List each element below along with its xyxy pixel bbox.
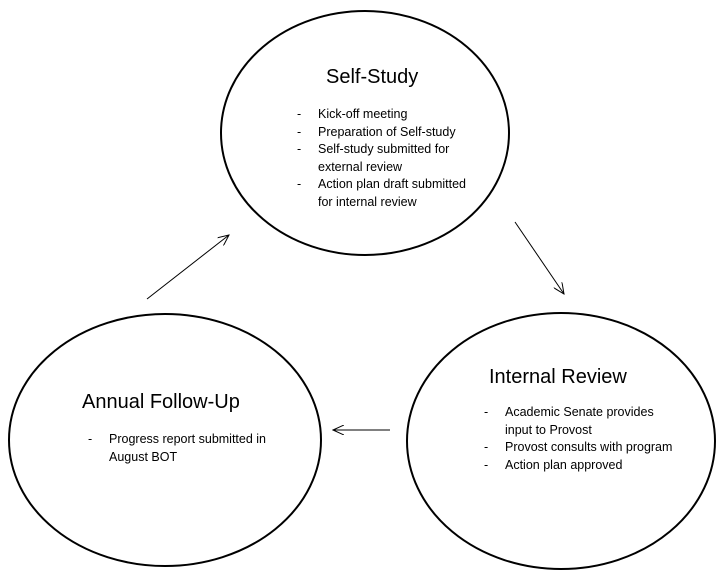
arrow-annual-follow-up-to-self-study xyxy=(146,235,229,300)
list-item: Self-study submitted for external review xyxy=(297,141,475,176)
list-item: Progress report submitted in August BOT xyxy=(88,431,278,466)
self-study-ellipse xyxy=(220,10,510,256)
internal-review-title: Internal Review xyxy=(489,366,627,388)
internal-review-ellipse xyxy=(406,312,716,570)
list-item: Action plan approved xyxy=(484,457,674,475)
annual-follow-up-ellipse xyxy=(8,313,322,567)
list-item: Provost consults with program xyxy=(484,439,674,457)
self-study-list: Kick-off meeting Preparation of Self-stu… xyxy=(297,106,475,211)
list-item: Action plan draft submitted for internal… xyxy=(297,176,475,211)
list-item: Academic Senate provides input to Provos… xyxy=(484,404,674,439)
self-study-title: Self-Study xyxy=(326,66,419,88)
internal-review-list: Academic Senate provides input to Provos… xyxy=(484,404,674,474)
list-item: Preparation of Self-study xyxy=(297,124,475,142)
list-item: Kick-off meeting xyxy=(297,106,475,124)
arrow-self-study-to-internal-review xyxy=(514,221,564,294)
annual-follow-up-list: Progress report submitted in August BOT xyxy=(88,431,278,466)
annual-follow-up-title: Annual Follow-Up xyxy=(82,391,240,413)
